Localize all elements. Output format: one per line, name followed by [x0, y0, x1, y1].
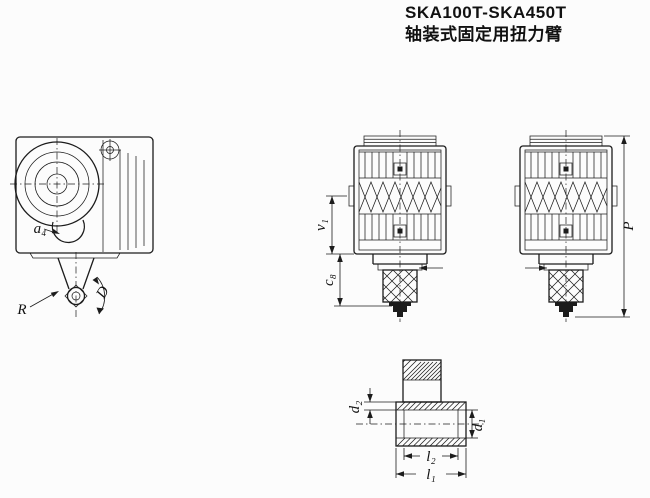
title-block: SKA100T-SKA450T 轴装式固定用扭力臂: [405, 2, 567, 46]
d-label: D: [93, 284, 113, 302]
hub-width-arrows: [419, 265, 547, 271]
d1-label: d₁: [470, 419, 486, 432]
shaft-detail: d₂ d₁ l₂ l₁: [347, 359, 486, 483]
p-label: P: [621, 221, 637, 231]
torque-arm: [51, 219, 95, 318]
dim-a4: a₄: [34, 221, 60, 237]
side-view: a₄ R D: [10, 136, 154, 318]
dim-l2: l₂: [403, 448, 459, 465]
torque-arm-arc: [51, 219, 86, 244]
r-label: R: [16, 302, 26, 318]
front-view-right: [514, 129, 618, 323]
dim-l1: l₁: [395, 448, 467, 483]
dim-v1: v₁: [313, 195, 354, 255]
dim-c8: c₈: [321, 254, 392, 307]
housing-ribs: [119, 150, 145, 250]
dim-p: P: [575, 135, 637, 318]
front-view-left: [348, 129, 452, 323]
l2-label: l₂: [426, 449, 435, 465]
d2-label: d₂: [347, 401, 363, 414]
title-description: 轴装式固定用扭力臂: [405, 25, 563, 44]
a4-label: a₄: [34, 221, 47, 237]
dim-d: D: [92, 276, 113, 315]
dim-d1: d₁: [466, 409, 486, 439]
v1-label: v₁: [313, 219, 329, 231]
dim-d2: d₂: [347, 388, 396, 424]
title-model-range: SKA100T-SKA450T: [405, 3, 567, 22]
breather-plug: [99, 139, 121, 161]
c8-label: c₈: [321, 274, 337, 286]
output-shaft-circles: [10, 138, 106, 232]
l1-label: l₁: [426, 467, 435, 483]
housing-bottom-lip: [29, 252, 121, 259]
dim-r: R: [16, 291, 59, 318]
shaft-plate: [402, 359, 442, 403]
